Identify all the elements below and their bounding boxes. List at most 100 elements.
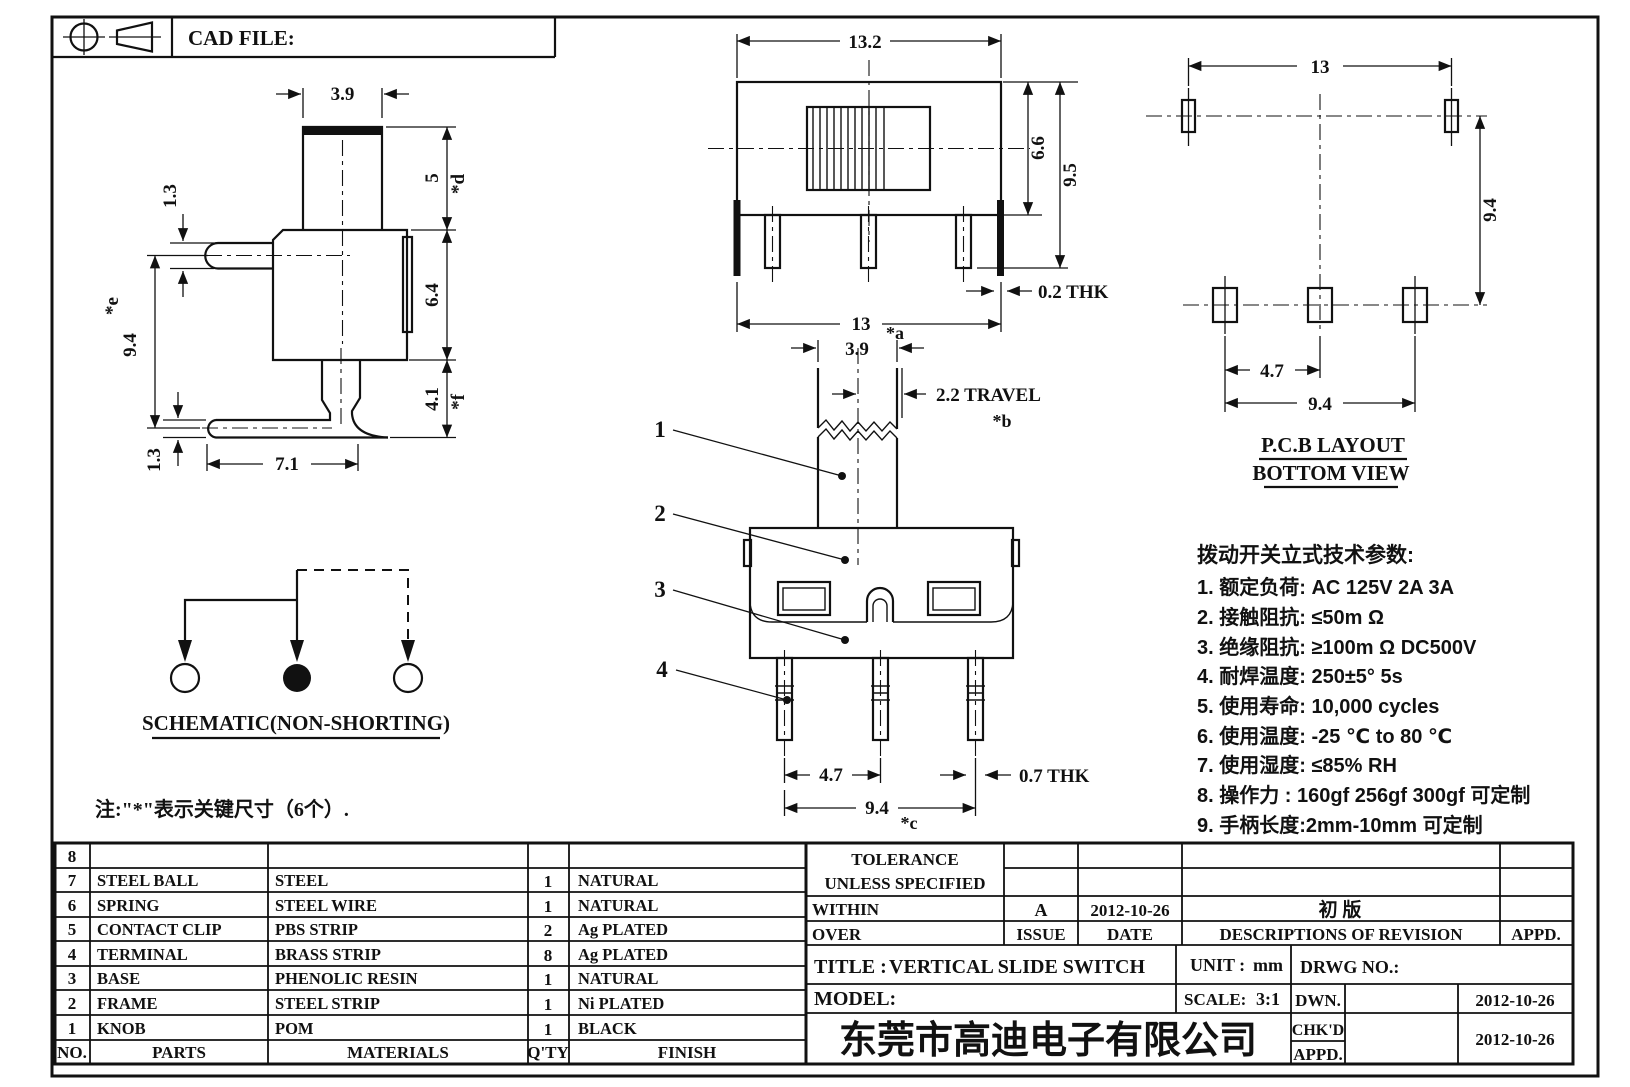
col-no: NO. xyxy=(57,1043,87,1062)
key-a: *a xyxy=(886,323,904,343)
spec-item-6: 6. 使用温度: -25 ℃ to 80 ℃ xyxy=(1197,724,1452,748)
dim-knob-height: 5 xyxy=(422,173,443,183)
dim-tab-thickness: 0.2 THK xyxy=(1038,282,1109,303)
row-material: POM xyxy=(275,1019,314,1038)
revision-issue: A xyxy=(1035,900,1048,920)
row-material: STEEL xyxy=(275,871,328,890)
row-finish: NATURAL xyxy=(578,871,658,890)
row-no: 7 xyxy=(68,871,77,890)
schematic: SCHEMATIC(NON-SHORTING) 注:"*"表示关键尺寸（6个）. xyxy=(95,569,450,821)
spec-item-1: 1. 额定负荷: AC 125V 2A 3A xyxy=(1197,575,1454,599)
row-finish: BLACK xyxy=(578,1019,637,1038)
row-part: TERMINAL xyxy=(97,945,188,964)
bottom-view-label: BOTTOM VIEW xyxy=(1252,461,1409,485)
page-border xyxy=(50,15,1600,1078)
key-c: *c xyxy=(901,813,918,833)
date-header: DATE xyxy=(1107,925,1153,944)
spec-item-2: 2. 接触阻抗: ≤50m Ω xyxy=(1197,605,1384,629)
row-part: CONTACT CLIP xyxy=(97,920,222,939)
row-no: 2 xyxy=(68,994,77,1013)
over-label: OVER xyxy=(812,925,862,944)
model-label: MODEL: xyxy=(814,988,896,1010)
side-view: 3.9 1.3 9.4 *e 1.3 7.1 5 *d 6.4 xyxy=(102,84,469,475)
dim-body-height-front: 6.6 xyxy=(1028,136,1049,160)
spec-item-3: 3. 绝缘阻抗: ≥100m Ω DC500V xyxy=(1197,635,1477,659)
appd-header: APPD. xyxy=(1511,925,1561,944)
row-finish: NATURAL xyxy=(578,969,658,988)
dim-bottom-span: 9.4 xyxy=(1308,394,1332,415)
scale-label: SCALE: xyxy=(1184,990,1246,1009)
spec-item-4: 4. 耐焊温度: 250±5° 5s xyxy=(1197,664,1403,688)
dim-foot-thickness: 1.3 xyxy=(144,448,165,472)
title-value: VERTICAL SLIDE SWITCH xyxy=(889,956,1145,978)
row-no: 6 xyxy=(68,896,77,915)
dim-base-width: 13 xyxy=(852,314,871,335)
center-detail-view: 1 2 3 4 3.9 2.2 TRAVEL *b 4.7 0.7 THK xyxy=(654,339,1089,833)
row-qty: 1 xyxy=(544,970,553,989)
key-f: *f xyxy=(448,393,469,410)
row-material: STEEL STRIP xyxy=(275,994,380,1013)
schematic-label: SCHEMATIC(NON-SHORTING) xyxy=(142,711,450,735)
key-b: *b xyxy=(992,411,1011,431)
col-materials: MATERIALS xyxy=(347,1043,449,1062)
row-material: STEEL WIRE xyxy=(275,896,377,915)
dim-top-pitch: 13 xyxy=(1311,57,1330,78)
row-qty: 1 xyxy=(544,1020,553,1039)
descriptions-header: DESCRIPTIONS OF REVISION xyxy=(1219,925,1463,944)
dim-pin-thickness-center: 0.7 THK xyxy=(1019,766,1090,787)
row-no: 1 xyxy=(68,1019,77,1038)
row-part: SPRING xyxy=(97,896,160,915)
scale-value: 3:1 xyxy=(1256,989,1280,1009)
row-finish: Ag PLATED xyxy=(578,920,668,939)
row-qty: 1 xyxy=(544,995,553,1014)
dim-overall-height: 9.5 xyxy=(1060,163,1081,187)
dim-total-height: 9.4 xyxy=(120,333,141,357)
row-finish: NATURAL xyxy=(578,896,658,915)
key-d: *d xyxy=(448,174,469,195)
title-header: CAD FILE: xyxy=(52,17,557,59)
key-e: *e xyxy=(102,297,123,315)
revision-description: 初 版 xyxy=(1319,898,1362,921)
callout-1: 1 xyxy=(654,417,666,442)
row-no: 4 xyxy=(68,945,77,964)
dim-width: 13.2 xyxy=(848,32,881,53)
chkd-label: CHK'D xyxy=(1292,1022,1344,1039)
dim-body-height: 6.4 xyxy=(422,283,443,307)
dim-pin-pitch: 4.7 xyxy=(819,765,843,786)
dim-knob-width: 3.9 xyxy=(331,84,355,105)
callout-4: 4 xyxy=(656,657,668,682)
row-material: PBS STRIP xyxy=(275,920,358,939)
dim-row-spacing: 9.4 xyxy=(1480,198,1501,222)
within-label: WITHIN xyxy=(812,900,880,919)
spec-item-7: 7. 使用湿度: ≤85% RH xyxy=(1197,753,1397,777)
row-finish: Ag PLATED xyxy=(578,945,668,964)
cad-file-label: CAD FILE: xyxy=(188,26,295,50)
col-qty: Q'TY xyxy=(527,1043,569,1062)
callout-3: 3 xyxy=(654,577,666,602)
spec-item-5: 5. 使用寿命: 10,000 cycles xyxy=(1197,694,1439,718)
title-label: TITLE : xyxy=(814,956,887,978)
spec-item-8: 8. 操作力 : 160gf 256gf 300gf 可定制 xyxy=(1197,783,1530,807)
pcb-layout-view: 13 9.4 4.7 9.4 P.C.B LAYOUT BOTTOM VIEW xyxy=(1146,55,1501,489)
pcb-layout-label: P.C.B LAYOUT xyxy=(1261,433,1405,457)
dim-foot-length: 7.1 xyxy=(275,454,299,475)
col-parts: PARTS xyxy=(152,1043,206,1062)
dim-pin-bend: 4.1 xyxy=(422,387,443,411)
spec-list: 拨动开关立式技术参数: 1. 额定负荷: AC 125V 2A 3A 2. 接触… xyxy=(1197,543,1530,837)
row-qty: 2 xyxy=(544,921,553,940)
row-part: BASE xyxy=(97,969,140,988)
title-block: TOLERANCE UNLESS SPECIFIED WITHIN OVER A… xyxy=(804,841,1575,1066)
spec-heading: 拨动开关立式技术参数: xyxy=(1197,543,1414,567)
row-material: BRASS STRIP xyxy=(275,945,381,964)
issue-header: ISSUE xyxy=(1016,925,1065,944)
dim-knob-width-center: 3.9 xyxy=(845,339,869,360)
dwn-label: DWN. xyxy=(1295,991,1341,1010)
spec-item-9: 9. 手柄长度:2mm-10mm 可定制 xyxy=(1197,813,1483,837)
row-part: FRAME xyxy=(97,994,158,1013)
key-dims-note: 注:"*"表示关键尺寸（6个）. xyxy=(95,797,349,821)
front-view: 13.2 6.6 9.5 0.2 THK 13 *a xyxy=(708,30,1109,343)
drwg-no-label: DRWG NO.: xyxy=(1300,957,1399,977)
callout-2: 2 xyxy=(654,501,666,526)
